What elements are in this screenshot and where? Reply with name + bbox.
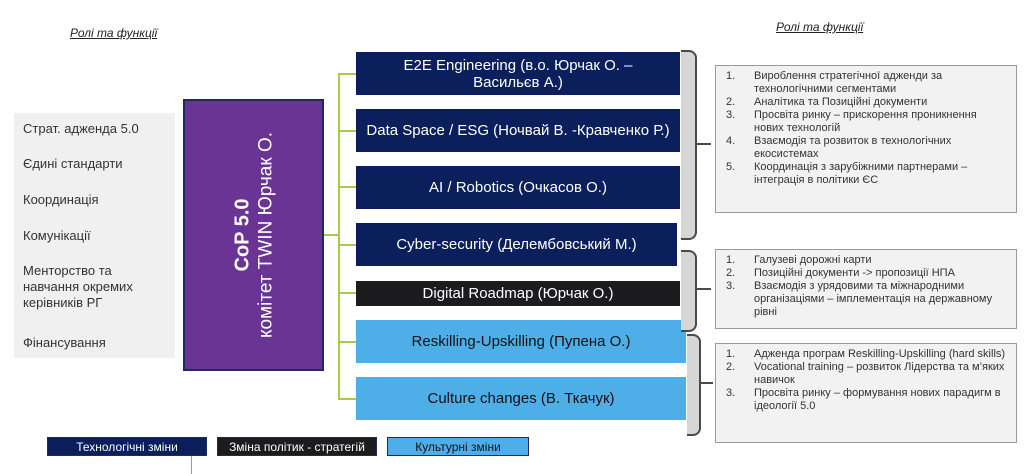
group-box-ai-robotics[interactable]: AI / Robotics (Очкасов О.) bbox=[356, 166, 680, 209]
roles-list-item: Комунікації bbox=[23, 228, 91, 243]
function-item: 4.Взаємодія та розвиток в технологічних … bbox=[726, 135, 952, 160]
bracket-tech bbox=[681, 50, 697, 240]
group-label: AI / Robotics (Очкасов О.) bbox=[429, 179, 607, 196]
group-label: Culture changes (В. Ткачук) bbox=[427, 390, 615, 407]
bracket-policy bbox=[681, 250, 697, 332]
legend-tech-changes: Технологічні зміни bbox=[47, 437, 207, 456]
roles-list-item: Єдині стандарти bbox=[23, 156, 123, 171]
roles-list-panel: Страт. адженда 5.0 Єдині стандарти Коорд… bbox=[14, 113, 175, 358]
function-item: 2.Аналітика та Позиційні документи bbox=[726, 96, 928, 108]
bracket-pointer bbox=[699, 382, 713, 384]
connector-branch bbox=[338, 73, 356, 75]
function-item: 3.Взаємодія з урядовими та міжнародними … bbox=[726, 280, 993, 318]
group-label: E2E Engineering (в.о. Юрчак О. – Васильє… bbox=[403, 56, 633, 91]
legend-policy-changes: Зміна політик - стратегій bbox=[217, 437, 377, 456]
roles-list-item: Фінансування bbox=[23, 335, 106, 350]
group-label: Reskilling-Upskilling (Пупена О.) bbox=[411, 333, 631, 350]
group-box-e2e-engineering[interactable]: E2E Engineering (в.о. Юрчак О. – Васильє… bbox=[356, 52, 680, 95]
group-box-cyber-security[interactable]: Cyber-security (Делембовський М.) bbox=[356, 223, 677, 266]
connector-branch bbox=[338, 186, 356, 188]
function-item: 3.Просвіта ринку – прискорення проникнен… bbox=[726, 109, 977, 134]
cursor-line bbox=[191, 456, 192, 474]
connector-branch bbox=[338, 292, 356, 294]
legend-culture-changes: Культурні зміни bbox=[387, 437, 529, 456]
function-item: 1.Галузеві дорожні карти bbox=[726, 254, 872, 266]
connector-trunk bbox=[324, 234, 339, 236]
roles-list-item: Менторство та навчання окремих керівникі… bbox=[23, 263, 133, 310]
roles-list-item: Страт. адженда 5.0 bbox=[23, 121, 139, 136]
function-item: 2.Vocational training – розвиток Лідерст… bbox=[726, 361, 1005, 386]
bracket-pointer bbox=[695, 143, 711, 145]
function-item: 1.Вироблення стратегічної адженди за тех… bbox=[726, 70, 943, 95]
bracket-culture bbox=[687, 334, 701, 436]
bracket-pointer bbox=[695, 288, 711, 290]
function-item: 5.Координація з зарубіжними партнерами –… bbox=[726, 161, 968, 186]
connector-branch bbox=[338, 341, 356, 343]
function-item: 2.Позиційні документи -> пропозиції НПА bbox=[726, 267, 955, 279]
functions-box-policy: 1.Галузеві дорожні карти 2.Позиційні док… bbox=[715, 249, 1017, 329]
connector-branch bbox=[338, 398, 356, 400]
function-item: 1.Адженда програм Reskilling-Upskilling … bbox=[726, 348, 1006, 360]
roles-list-item: Координація bbox=[23, 192, 99, 207]
central-title: CoP 5.0 bbox=[231, 198, 253, 272]
functions-box-tech: 1.Вироблення стратегічної адженди за тех… bbox=[715, 65, 1017, 213]
group-box-reskilling[interactable]: Reskilling-Upskilling (Пупена О.) bbox=[356, 320, 686, 363]
connector-branch bbox=[338, 244, 356, 246]
connector-spine bbox=[338, 73, 340, 400]
functions-box-culture: 1.Адженда програм Reskilling-Upskilling … bbox=[715, 343, 1017, 443]
group-label: Data Space / ESG (Ночвай В. -Кравченко Р… bbox=[366, 122, 670, 139]
group-box-digital-roadmap[interactable]: Digital Roadmap (Юрчак О.) bbox=[356, 281, 680, 306]
group-label: Digital Roadmap (Юрчак О.) bbox=[422, 285, 614, 302]
function-item: 3.Просвіта ринку – формування нових пара… bbox=[726, 387, 1001, 412]
group-box-culture-changes[interactable]: Culture changes (В. Ткачук) bbox=[356, 377, 686, 420]
central-committee-box[interactable]: CoP 5.0 комітет TWIN Юрчак О. bbox=[183, 99, 324, 371]
group-box-data-space[interactable]: Data Space / ESG (Ночвай В. -Кравченко Р… bbox=[356, 109, 680, 152]
right-heading: Ролі та функції bbox=[776, 20, 864, 34]
group-label: Cyber-security (Делембовський М.) bbox=[396, 236, 637, 253]
connector-branch bbox=[338, 130, 356, 132]
left-heading: Ролі та функції bbox=[70, 26, 158, 40]
central-subtitle: комітет TWIN Юрчак О. bbox=[255, 131, 276, 339]
